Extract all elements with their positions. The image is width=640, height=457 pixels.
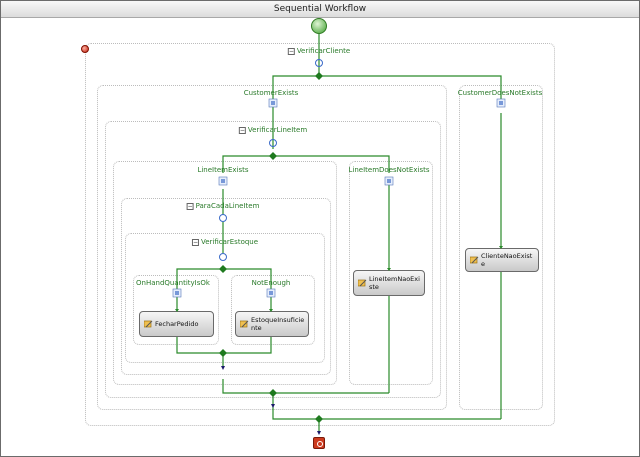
stop-square-icon[interactable]: [313, 437, 325, 449]
code-activity-icon: [358, 279, 367, 287]
on-hand-quantity-is-ok-label: OnHandQuantityIsOk: [136, 279, 210, 287]
expand-toggle-icon[interactable]: −: [287, 47, 295, 55]
customer-does-not-exists-label: CustomerDoesNotExists: [457, 89, 543, 97]
fechar-pedido-activity[interactable]: FecharPedido: [139, 311, 214, 337]
code-activity-icon: [144, 320, 153, 328]
code-activity-icon: [470, 256, 479, 264]
window-title: Sequential Workflow: [1, 1, 639, 18]
expand-toggle-icon[interactable]: −: [186, 202, 194, 210]
verificar-line-item-label[interactable]: −VerificarLineItem: [238, 126, 308, 134]
expand-toggle-icon[interactable]: −: [238, 126, 246, 134]
error-dot-icon[interactable]: [81, 45, 89, 53]
expand-toggle-icon[interactable]: −: [191, 238, 199, 246]
estoque-insuficiente-activity[interactable]: EstoqueInsuficiente: [235, 311, 309, 337]
cliente-nao-existe-activity[interactable]: ClienteNaoExiste: [465, 248, 539, 272]
verificar-estoque-label[interactable]: −VerificarEstoque: [191, 238, 259, 246]
condition-branch-icon: [172, 98, 506, 298]
start-circle-icon[interactable]: [311, 18, 327, 34]
verificar-cliente-label[interactable]: −VerificarCliente: [287, 47, 351, 55]
code-activity-icon: [240, 320, 249, 328]
para-cada-line-item-label[interactable]: −ParaCadaLineItem: [186, 202, 260, 210]
customer-exists-label: CustomerExists: [243, 89, 299, 97]
